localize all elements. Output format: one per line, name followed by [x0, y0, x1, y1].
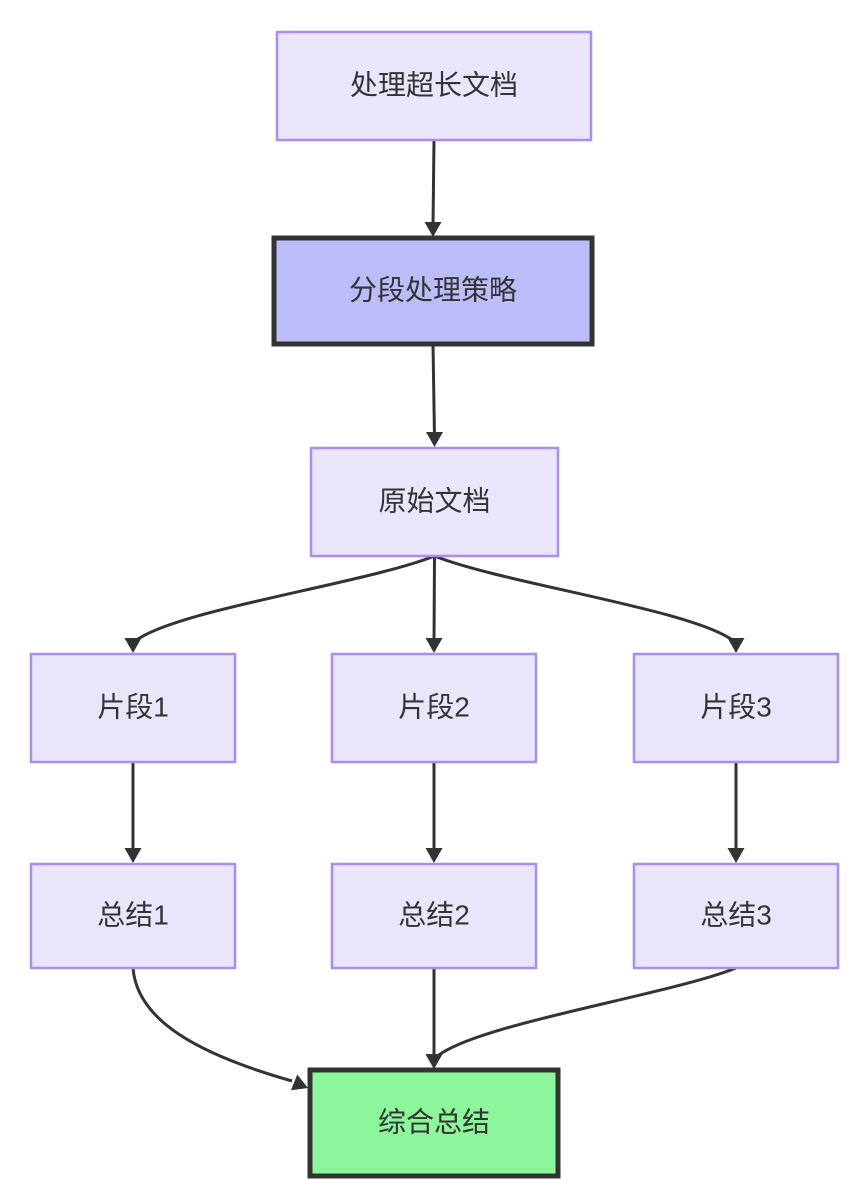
- edge-line: [431, 139, 436, 228]
- flow-edge: [425, 555, 443, 653]
- node-label: 处理超长文档: [350, 69, 518, 100]
- edge-line: [131, 554, 436, 645]
- edge-arrowhead: [124, 848, 142, 863]
- edge-arrowhead: [727, 848, 745, 863]
- flow-node-fragment-2[interactable]: 片段2: [330, 652, 538, 764]
- flow-edge: [433, 554, 745, 653]
- flow-edge: [425, 762, 443, 863]
- node-box[interactable]: [330, 652, 538, 764]
- flow-edge: [124, 762, 142, 863]
- edge-line: [432, 966, 737, 1061]
- edge-arrowhead: [425, 638, 443, 653]
- node-label: 片段1: [97, 691, 169, 722]
- flow-edge: [727, 762, 745, 863]
- flow-edge: [124, 554, 436, 653]
- node-box[interactable]: [309, 446, 560, 558]
- edge-arrowhead: [124, 638, 142, 653]
- node-label: 总结1: [97, 899, 169, 930]
- node-box[interactable]: [307, 1067, 561, 1179]
- edge-line: [432, 555, 436, 644]
- flow-node-fragment-1[interactable]: 片段1: [29, 652, 237, 764]
- edge-layer: [124, 139, 745, 1091]
- edge-arrowhead: [425, 848, 443, 863]
- flow-node-final-summary[interactable]: 综合总结: [307, 1067, 561, 1179]
- node-box[interactable]: [275, 30, 593, 142]
- edge-arrowhead: [426, 432, 443, 447]
- node-label: 片段3: [700, 691, 772, 722]
- flow-node-fragment-3[interactable]: 片段3: [632, 652, 840, 764]
- node-label: 分段处理策略: [349, 274, 517, 305]
- flow-node-summary-1[interactable]: 总结1: [29, 862, 237, 970]
- flow-node-summary-2[interactable]: 总结2: [330, 862, 538, 970]
- node-label: 原始文档: [378, 485, 490, 516]
- flow-edge: [425, 966, 737, 1069]
- flow-node-source-document[interactable]: 原始文档: [309, 446, 560, 558]
- edge-arrowhead: [425, 1054, 443, 1069]
- flow-edge: [424, 139, 442, 237]
- edge-arrowhead: [290, 1074, 308, 1091]
- edge-arrowhead: [424, 222, 442, 237]
- node-box[interactable]: [29, 652, 237, 764]
- flow-node-summary-3[interactable]: 总结3: [632, 862, 840, 970]
- node-box[interactable]: [330, 862, 538, 970]
- edge-line: [131, 967, 293, 1083]
- node-label: 总结2: [398, 899, 470, 930]
- node-label: 综合总结: [378, 1106, 490, 1137]
- node-label: 片段2: [398, 691, 470, 722]
- flow-node-chunk-strategy[interactable]: 分段处理策略: [271, 235, 595, 347]
- flow-edge: [131, 967, 308, 1091]
- node-label: 总结3: [700, 899, 772, 930]
- node-box[interactable]: [29, 862, 237, 970]
- node-box[interactable]: [632, 652, 840, 764]
- node-box[interactable]: [271, 235, 595, 347]
- edge-line: [431, 343, 436, 438]
- node-box[interactable]: [632, 862, 840, 970]
- edge-line: [433, 554, 738, 645]
- edge-arrowhead: [727, 638, 745, 653]
- flow-node-long-document[interactable]: 处理超长文档: [275, 30, 593, 142]
- flow-edge: [426, 343, 443, 447]
